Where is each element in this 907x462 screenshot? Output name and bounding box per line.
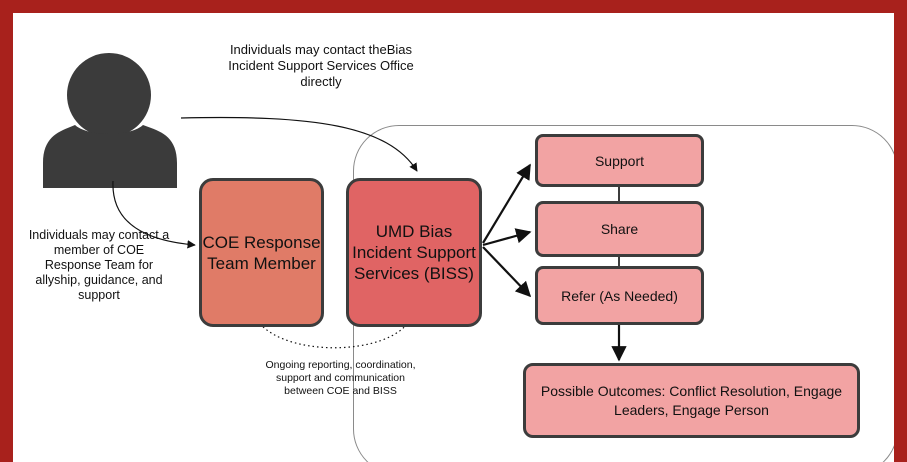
arrow-biss-to-share [482, 228, 532, 247]
note-ongoing-communication: Ongoing reporting, coordination, support… [265, 359, 416, 397]
arrow-biss-to-support [482, 163, 531, 244]
outcomes-node-label: Possible Outcomes: Conflict Resolution, … [540, 382, 843, 418]
share-node: Share [535, 201, 704, 257]
note-contact-biss-directly: Individuals may contact theBias Incident… [228, 42, 414, 89]
refer-node: Refer (As Needed) [535, 266, 704, 325]
note-contact-coe-member: Individuals may contact a member of COE … [28, 228, 170, 302]
biss-node: UMD Bias Incident Support Services (BISS… [346, 178, 482, 327]
arrow-person-to-biss [180, 116, 418, 172]
arrow-biss-to-refer [482, 246, 532, 298]
arrow-person-to-coe [112, 180, 196, 249]
connectors-layer [43, 53, 627, 362]
possible-outcomes-node: Possible Outcomes: Conflict Resolution, … [523, 363, 860, 438]
coe-response-team-node: COE Response Team Member [199, 178, 324, 327]
refer-node-label: Refer (As Needed) [561, 287, 678, 304]
support-node-label: Support [594, 152, 645, 169]
dotted-arrow-coe-biss [254, 315, 412, 349]
support-node: Support [535, 134, 704, 187]
biss-node-label: UMD Bias Incident Support Services (BISS… [352, 222, 476, 283]
coe-node-label: COE Response Team Member [202, 232, 321, 273]
diagram-canvas: Individuals may contact theBias Incident… [13, 13, 894, 462]
person-icon [43, 53, 177, 188]
share-node-label: Share [600, 221, 639, 237]
